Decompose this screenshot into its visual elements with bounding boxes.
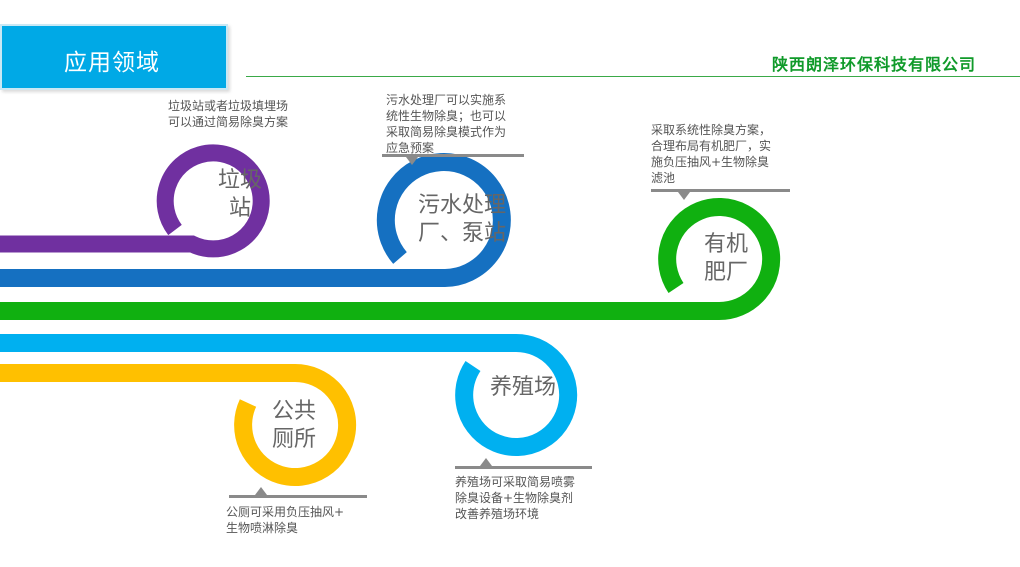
farm-note-pointer xyxy=(480,458,492,466)
fertilizer-note-pointer xyxy=(678,192,690,200)
public-toilet-label: 公共 厕所 xyxy=(271,399,316,452)
toilet-note-bar xyxy=(229,495,367,498)
farm-line xyxy=(0,333,578,456)
fertilizer-plant-note: 采取系统性除臭方案， 合理布局有机肥厂，实 施负压抽风+生物除臭 滤池 xyxy=(651,123,772,185)
fertilizer-line xyxy=(0,198,781,321)
sewage-note-pointer xyxy=(406,157,418,165)
page-title: 应用领域 xyxy=(64,50,160,76)
garbage-station-label: 垃圾 站 xyxy=(217,168,262,221)
company-name: 陕西朗泽环保科技有限公司 xyxy=(771,55,976,74)
toilet-note-pointer xyxy=(255,487,267,495)
farm-note-bar xyxy=(455,466,592,469)
garbage-station-note: 垃圾站或者垃圾填埋场 可以通过简易除臭方案 xyxy=(168,99,289,129)
fertilizer-plant-label: 有机 肥厂 xyxy=(703,232,748,285)
fertilizer-note-bar xyxy=(651,189,790,192)
sewage-line xyxy=(0,153,511,287)
farm-note: 养殖场可采取简易喷雾 除臭设备+生物除臭剂 改善养殖场环境 xyxy=(455,475,576,521)
title-box: 应用领域 xyxy=(0,24,228,90)
garbage-line xyxy=(0,144,270,258)
sewage-plant-label: 污水处理 厂、泵站 xyxy=(417,193,506,246)
sewage-plant-note: 污水处理厂可以实施系 统性生物除臭；也可以 采取简易除臭模式作为 应急预案 xyxy=(386,93,507,155)
public-toilet-note: 公厕可采用负压抽风+ 生物喷淋除臭 xyxy=(226,505,345,535)
sewage-note-bar xyxy=(382,154,524,157)
header-divider xyxy=(246,76,1020,77)
farm-label: 养殖场 xyxy=(489,375,556,400)
toilet-line xyxy=(0,364,357,486)
